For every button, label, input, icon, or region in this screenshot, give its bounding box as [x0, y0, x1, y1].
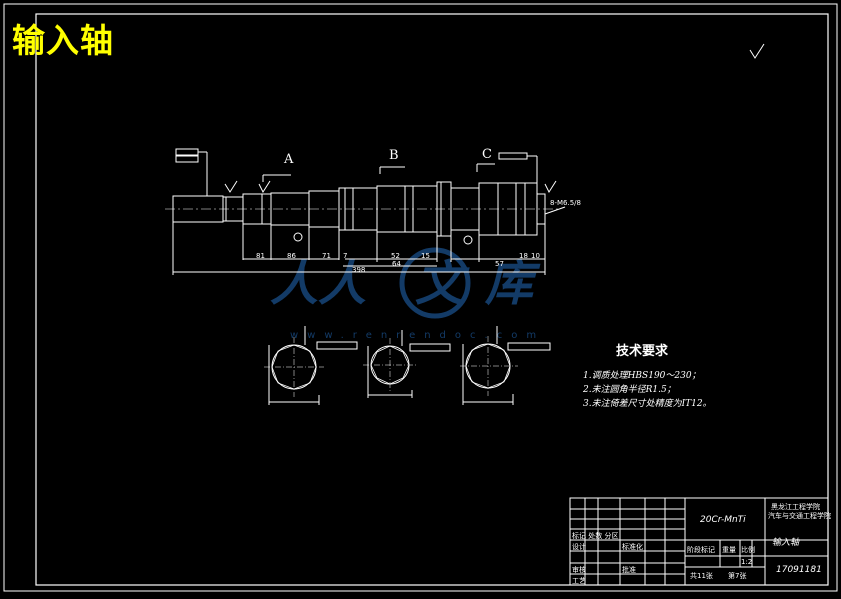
roughness-symbol-icon [749, 43, 765, 59]
title-block-row: 标记 处数 分区 [572, 532, 619, 540]
school-department: 汽车与交通工程学院 [768, 512, 831, 520]
title-block-grid [569, 497, 829, 586]
dim-label: 86 [287, 252, 296, 260]
dim-label: 81 [256, 252, 265, 260]
part-name: 输入轴 [772, 538, 800, 548]
dim-label: 15 [421, 252, 430, 260]
dim-label-overall: 398 [352, 266, 366, 274]
title-block-row: 设计 [572, 543, 586, 551]
approve-label: 批准 [622, 566, 636, 574]
weight-label: 重量 [722, 546, 736, 554]
scale-value: 1:2 [741, 558, 753, 566]
svg-text:www.renrendoc.com: www.renrendoc.com [290, 330, 545, 341]
dim-label: 64 [392, 260, 401, 268]
title-block-row: 工艺 [572, 577, 586, 585]
sheet-number: 第7张 [728, 572, 747, 580]
svg-text:人人: 人人 [270, 256, 366, 312]
section-views [264, 326, 551, 405]
standardization-label: 标准化 [622, 543, 643, 551]
thread-callout: 8-M6.5/8 [550, 199, 581, 207]
tech-requirements-heading: 技术要求 [616, 344, 669, 359]
dim-label: 7 [343, 252, 348, 260]
outer-border [3, 3, 838, 592]
dim-label: 71 [322, 252, 331, 260]
school-name: 黑龙江工程学院 [771, 503, 820, 511]
stage-label: 阶段标记 [687, 546, 715, 554]
drawing-number: 17091181 [776, 565, 822, 575]
drawing-title: 输入轴 [12, 21, 114, 60]
section-label-b: B [389, 148, 399, 163]
tech-note: 2.未注圆角半径R1.5； [583, 385, 676, 395]
watermark-logo: 人人 文 库 www.renrendoc.com [270, 247, 545, 341]
svg-text:文: 文 [415, 256, 470, 312]
section-label-a: A [284, 152, 294, 167]
tech-note: 1.调质处理HBS190～230； [583, 371, 701, 381]
shaft-drawing [165, 148, 566, 275]
dim-label: 52 [391, 252, 400, 260]
dim-label: 57 [495, 260, 504, 268]
section-label-c: C [482, 147, 492, 162]
scale-label: 比例 [741, 546, 755, 554]
material-label: 20Cr-MnTi [700, 515, 746, 525]
dim-label: 18 [519, 252, 528, 260]
tech-note: 3.未注倚差尺寸处精度为IT12。 [583, 399, 712, 409]
sheet-total: 共11张 [690, 572, 713, 580]
svg-text:库: 库 [484, 256, 541, 312]
title-block-row: 审核 [572, 566, 586, 574]
dim-label: 10 [531, 252, 540, 260]
inner-frame [35, 13, 829, 586]
